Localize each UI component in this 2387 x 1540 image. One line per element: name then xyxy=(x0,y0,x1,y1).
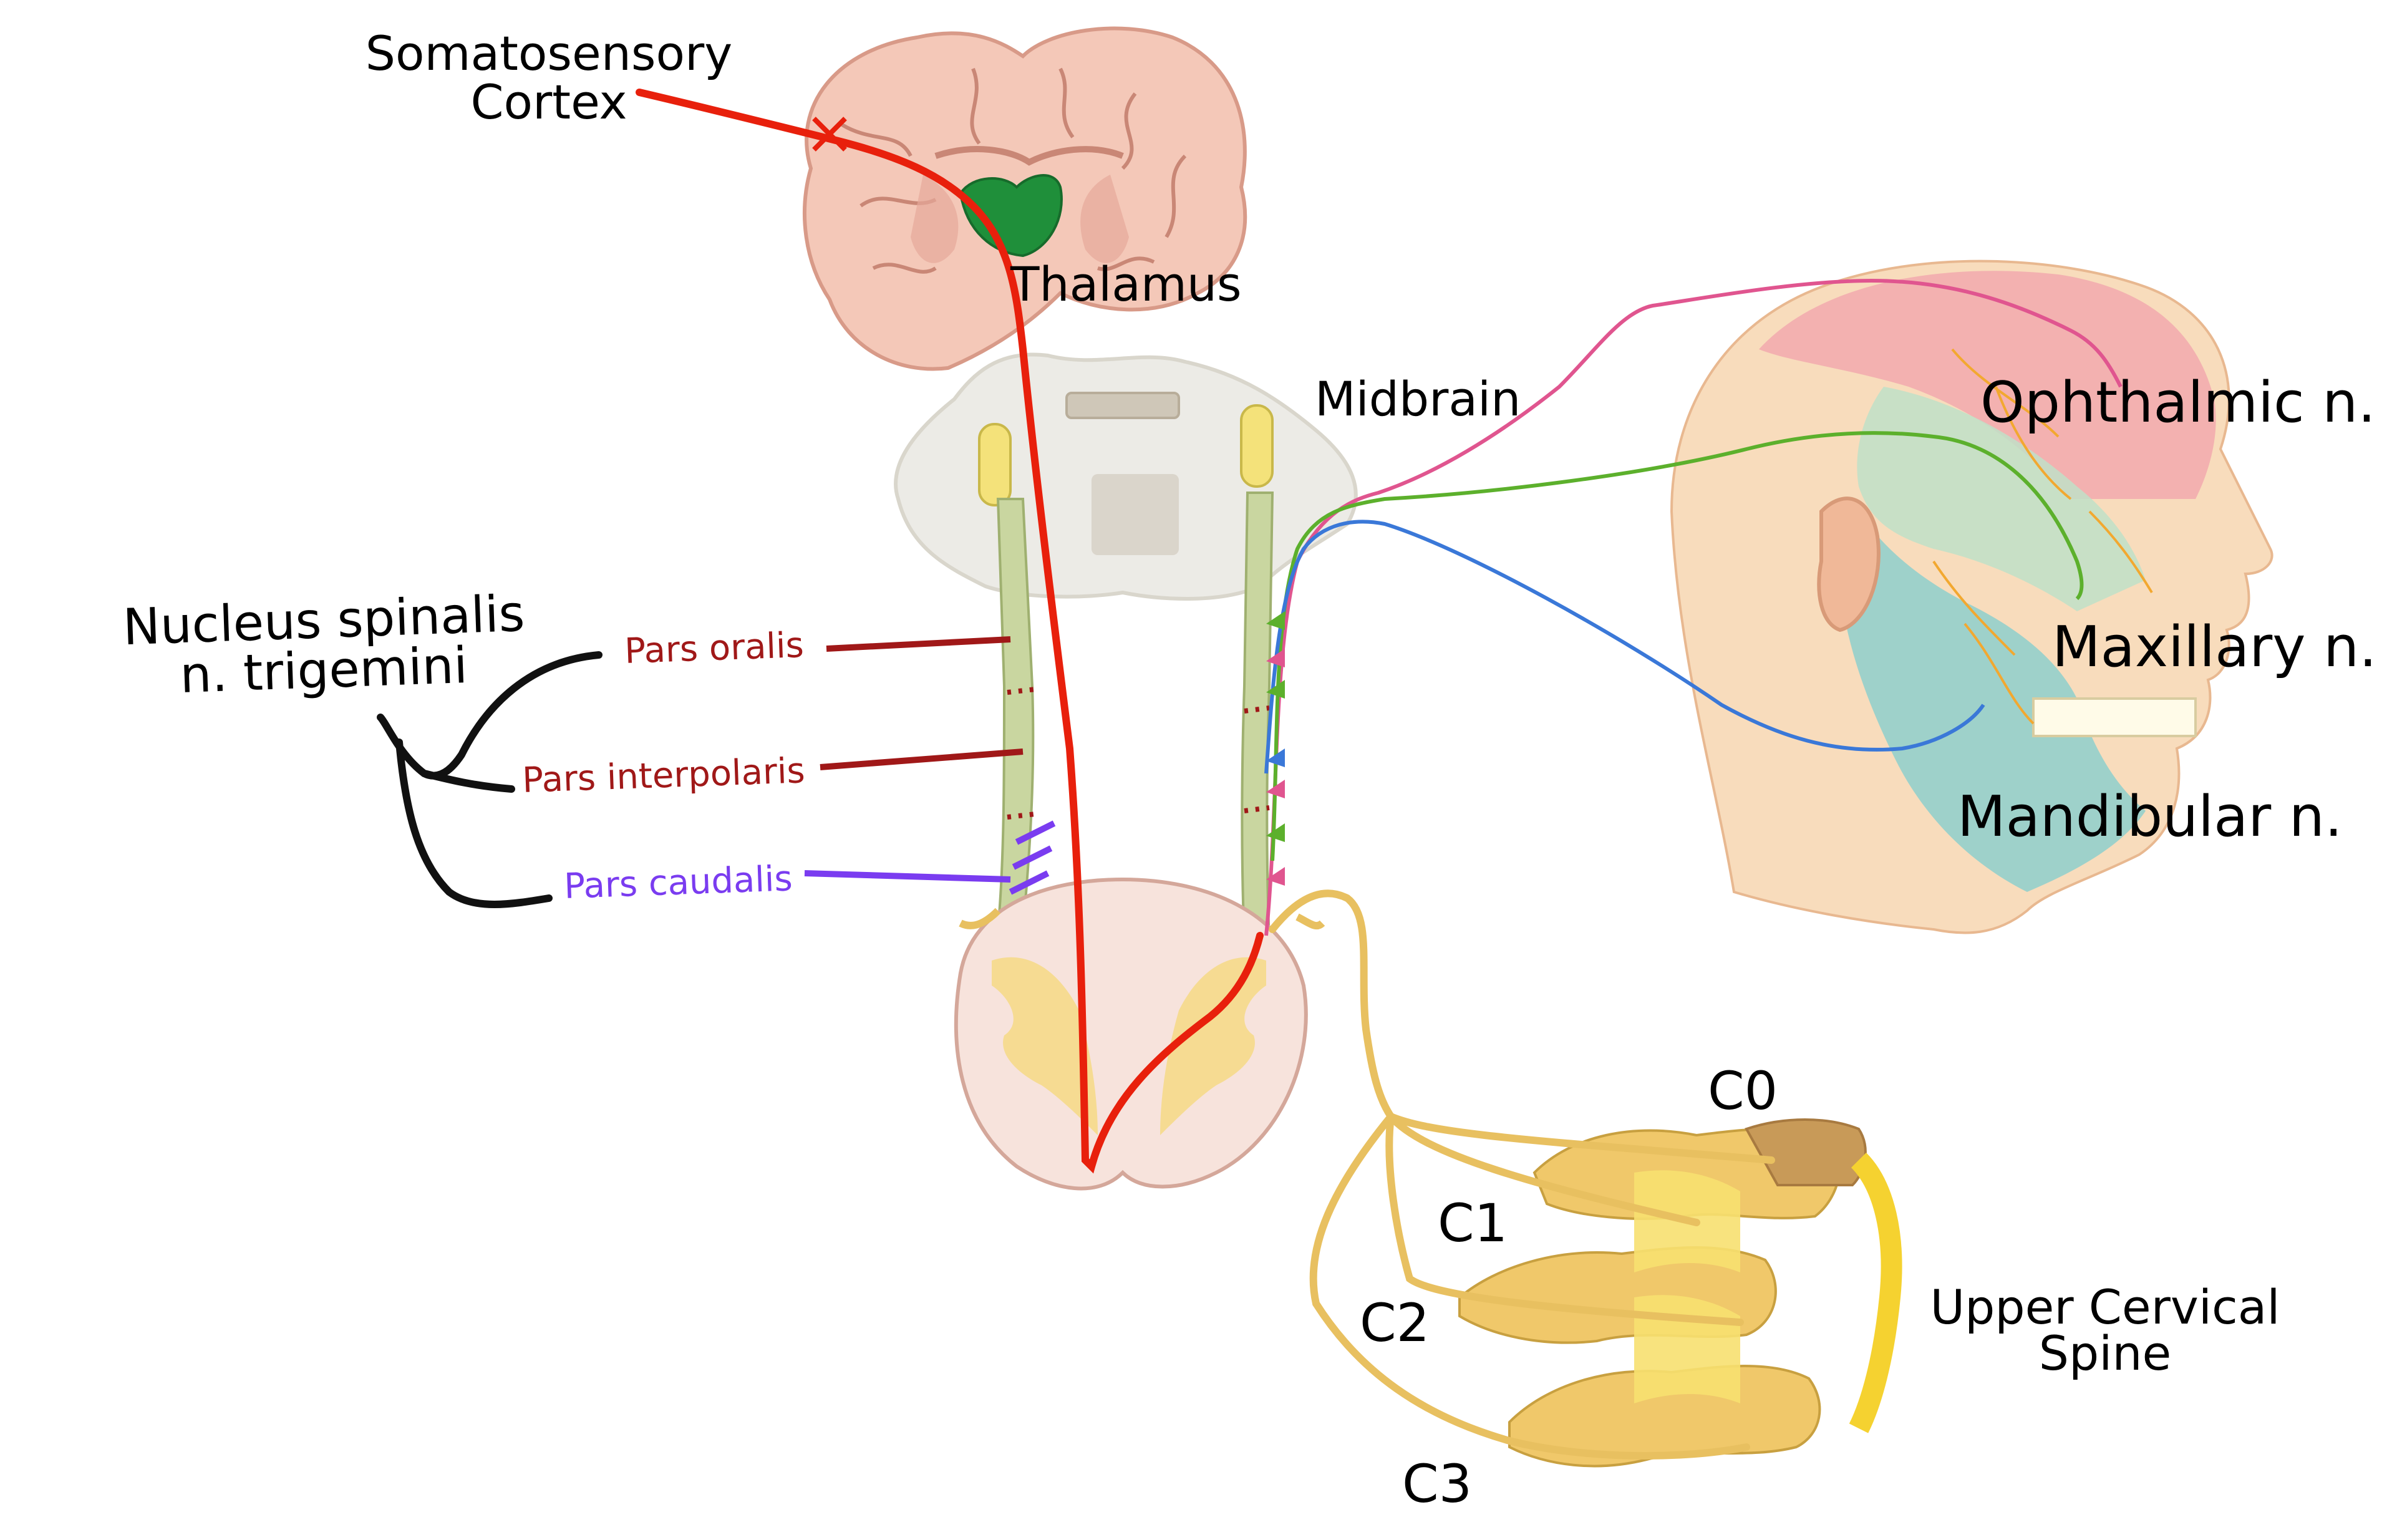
maxillary-label: Maxillary n. xyxy=(2052,614,2377,680)
mandibular-label: Mandibular n. xyxy=(1957,784,2343,850)
c3-label: C3 xyxy=(1402,1453,1472,1514)
pars-oralis-label: Pars oralis xyxy=(624,625,805,672)
somatosensory-pathway xyxy=(636,89,1264,1174)
text-labels: Somatosensory Cortex Thalamus Midbrain N… xyxy=(122,26,2376,1514)
ophthalmic-label: Ophthalmic n. xyxy=(1980,370,2376,435)
pars-caudalis-pointer xyxy=(804,870,1011,883)
cross-marker-icon xyxy=(812,117,847,152)
mandibular-nerve-path xyxy=(1264,520,1985,774)
pars-interpolaris-label: Pars interpolaris xyxy=(521,750,805,801)
thalamus-label: Thalamus xyxy=(1010,256,1242,312)
spinal-trigeminal-columns xyxy=(996,492,1274,943)
ophthalmic-nerve-path xyxy=(1264,278,2123,936)
nucleus-bracket xyxy=(377,651,603,908)
somatosensory-label-line1: Somatosensory xyxy=(366,26,732,81)
pars-interpolaris-pointer xyxy=(820,748,1024,770)
cervical-nerve-bundle xyxy=(1269,889,1775,1460)
pars-oralis-pointer xyxy=(826,636,1011,652)
midbrain-label: Midbrain xyxy=(1315,371,1521,427)
nucleus-label-line2: n. trigemini xyxy=(179,636,468,704)
upper-cervical-label-line2: Spine xyxy=(2039,1325,2172,1381)
cervical-spine-illustration xyxy=(1458,1118,1902,1468)
upper-cervical-label-line1: Upper Cervical xyxy=(1930,1279,2280,1335)
brainstem-illustration xyxy=(894,352,1358,601)
c1-label: C1 xyxy=(1438,1193,1508,1254)
nerve-entry-arrows xyxy=(1266,611,1285,886)
thalamus-illustration xyxy=(959,174,1063,258)
somatosensory-label-line2: Cortex xyxy=(470,74,627,130)
c2-label: C2 xyxy=(1360,1292,1430,1354)
nucleus-label-line1: Nucleus spinalis xyxy=(122,584,525,656)
pars-caudalis-label: Pars caudalis xyxy=(563,858,793,907)
spinal-cord-illustration xyxy=(954,877,1325,1191)
c0-label: C0 xyxy=(1708,1060,1778,1121)
